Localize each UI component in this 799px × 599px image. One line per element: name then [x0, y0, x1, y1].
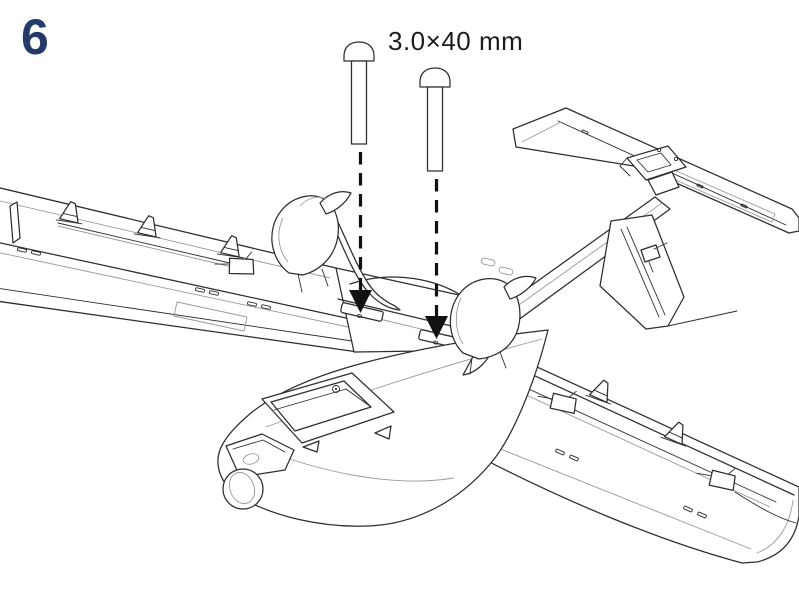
spinner — [319, 190, 352, 215]
top-hatch — [261, 372, 395, 444]
flap-hinge — [55, 201, 83, 225]
folded-propeller-blade — [331, 213, 401, 311]
horizontal-stabilizer — [512, 107, 799, 234]
flap-hinge — [585, 379, 612, 405]
nose-sensor — [222, 433, 295, 510]
wing-servo — [214, 251, 255, 275]
flap-hinge — [133, 215, 161, 239]
sensor-ball — [222, 468, 264, 510]
vent-triangle — [302, 440, 320, 453]
screw-hole-1 — [356, 314, 363, 318]
motor-pod-right — [449, 275, 537, 376]
insert-arrow-2 — [425, 179, 448, 339]
spinner — [503, 275, 537, 300]
hatch-latch — [332, 385, 340, 393]
motor-pod-left — [271, 190, 401, 311]
flap-hinge — [216, 235, 244, 259]
screw-2-icon — [419, 67, 451, 172]
arrowhead-down-icon — [349, 290, 372, 313]
arrowhead-down-icon — [425, 316, 448, 339]
step-number: 6 — [21, 9, 49, 65]
screw-size-callout: 3.0×40 mm — [388, 26, 524, 56]
vent-triangle — [374, 425, 392, 440]
screw-1-icon — [343, 41, 375, 145]
wing-servo — [696, 467, 736, 491]
screw-hole-2 — [432, 340, 439, 345]
left-wing — [0, 187, 359, 353]
vent-slots — [17, 247, 271, 310]
flap-hinge — [660, 421, 687, 447]
stabilizer-mount — [619, 145, 687, 196]
wing-servo — [537, 390, 577, 414]
vertical-fin — [599, 214, 738, 330]
rudder-servo — [640, 242, 668, 273]
insert-arrow-1 — [349, 152, 372, 313]
fuselage — [217, 329, 549, 527]
wingtip-fence — [9, 201, 21, 244]
